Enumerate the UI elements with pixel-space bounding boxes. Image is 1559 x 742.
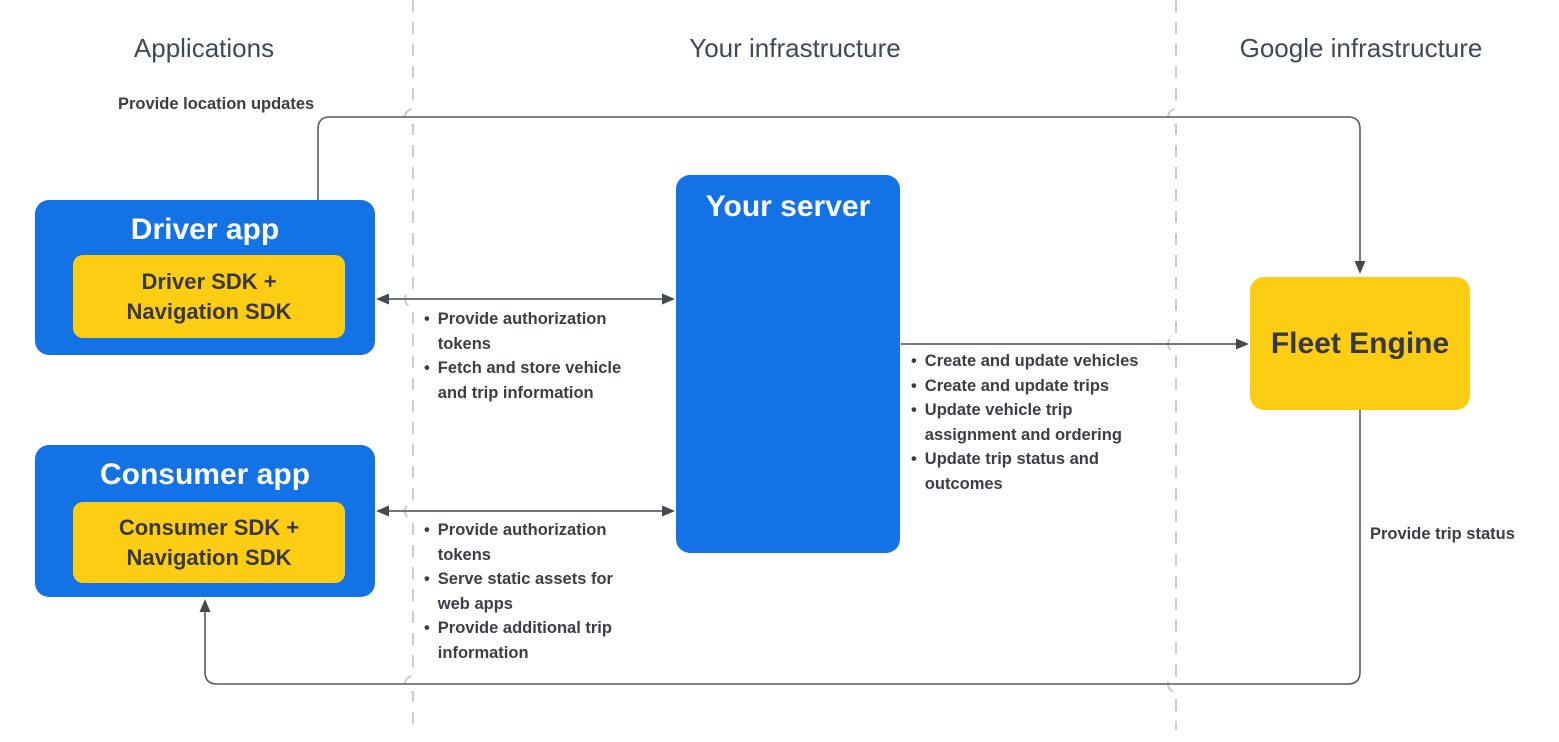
edge-bullets-consumer-server: • Provide authorization tokens • Serve s… xyxy=(424,518,624,665)
your-server-title: Your server xyxy=(705,190,871,223)
consumer-sdk-label: Consumer SDK + Navigation SDK xyxy=(118,514,300,570)
list-item: • Provide authorization tokens xyxy=(424,518,624,567)
bullet-dot: • xyxy=(424,310,430,328)
bullet-dot: • xyxy=(911,376,917,395)
bullet-dot: • xyxy=(424,521,430,539)
fleet-engine-title: Fleet Engine xyxy=(1270,326,1450,360)
bullet-dot: • xyxy=(911,450,917,468)
list-item: • Provide authorization tokens xyxy=(424,307,638,356)
node-consumer-sdk: Consumer SDK + Navigation SDK xyxy=(73,502,345,583)
list-item-text: Update trip status and outcomes xyxy=(924,450,1099,493)
list-item-text: Update vehicle trip assignment and order… xyxy=(924,401,1122,444)
list-item-text: Fetch and store vehicle and trip informa… xyxy=(437,359,622,402)
bullet-dot: • xyxy=(911,352,917,370)
list-item: • Serve static assets for web apps xyxy=(424,567,624,616)
column-header-your-infrastructure: Your infrastructure xyxy=(689,33,901,63)
list-item-text: Provide authorization tokens xyxy=(437,521,607,564)
list-item: • Create and update trips xyxy=(911,374,1163,399)
bullet-dot: • xyxy=(424,359,430,377)
arrowhead-left-driver-app xyxy=(376,293,389,305)
edge-fleet-to-consumer-line xyxy=(204,410,1361,685)
node-your-server: Your server xyxy=(676,175,900,553)
node-fleet-engine: Fleet Engine xyxy=(1250,277,1470,410)
edge-driver-to-fleet-line xyxy=(317,116,1361,262)
list-item: • Update trip status and outcomes xyxy=(911,447,1163,496)
bullet-dot: • xyxy=(424,619,430,637)
arrowhead-right-fleet-engine xyxy=(1236,338,1249,350)
list-item: • Update vehicle trip assignment and ord… xyxy=(911,398,1163,447)
node-driver-app: Driver app Driver SDK + Navigation SDK xyxy=(35,200,375,355)
list-item-text: Provide additional trip information xyxy=(437,619,612,662)
arrowhead-right-your-server-top xyxy=(662,293,675,305)
edge-label-provide-location-updates: Provide location updates xyxy=(118,95,315,113)
list-item-text: Create and update trips xyxy=(924,376,1110,395)
divider-your-infrastructure xyxy=(404,0,414,730)
list-item: • Create and update vehicles xyxy=(911,349,1163,374)
list-item: • Fetch and store vehicle and trip infor… xyxy=(424,356,638,405)
divider-google-infrastructure xyxy=(1167,0,1177,730)
edge-label-provide-trip-status: Provide trip status xyxy=(1370,525,1515,543)
arrowhead-down-fleet-engine xyxy=(1354,261,1366,274)
list-item: • Provide additional trip information xyxy=(424,616,624,665)
consumer-app-title: Consumer app xyxy=(99,458,311,491)
driver-sdk-label: Driver SDK + Navigation SDK xyxy=(126,268,292,324)
list-item-text: Serve static assets for web apps xyxy=(437,570,613,613)
edge-bullets-driver-server: • Provide authorization tokens • Fetch a… xyxy=(424,307,638,405)
list-item-text: Provide authorization tokens xyxy=(437,310,607,353)
node-consumer-app: Consumer app Consumer SDK + Navigation S… xyxy=(35,445,375,597)
edge-bullets-server-fleet: • Create and update vehicles • Create an… xyxy=(911,349,1163,496)
arrowhead-up-consumer-app xyxy=(199,599,211,612)
bullet-dot: • xyxy=(911,401,917,419)
bullet-dot: • xyxy=(424,570,430,588)
arrowhead-left-consumer-app xyxy=(376,505,389,517)
driver-app-title: Driver app xyxy=(130,213,280,246)
arrowhead-right-your-server-bottom xyxy=(662,505,675,517)
node-driver-sdk: Driver SDK + Navigation SDK xyxy=(73,255,345,338)
column-header-applications: Applications xyxy=(133,33,275,63)
list-item-text: Create and update vehicles xyxy=(924,352,1139,370)
column-header-google-infrastructure: Google infrastructure xyxy=(1239,33,1483,63)
